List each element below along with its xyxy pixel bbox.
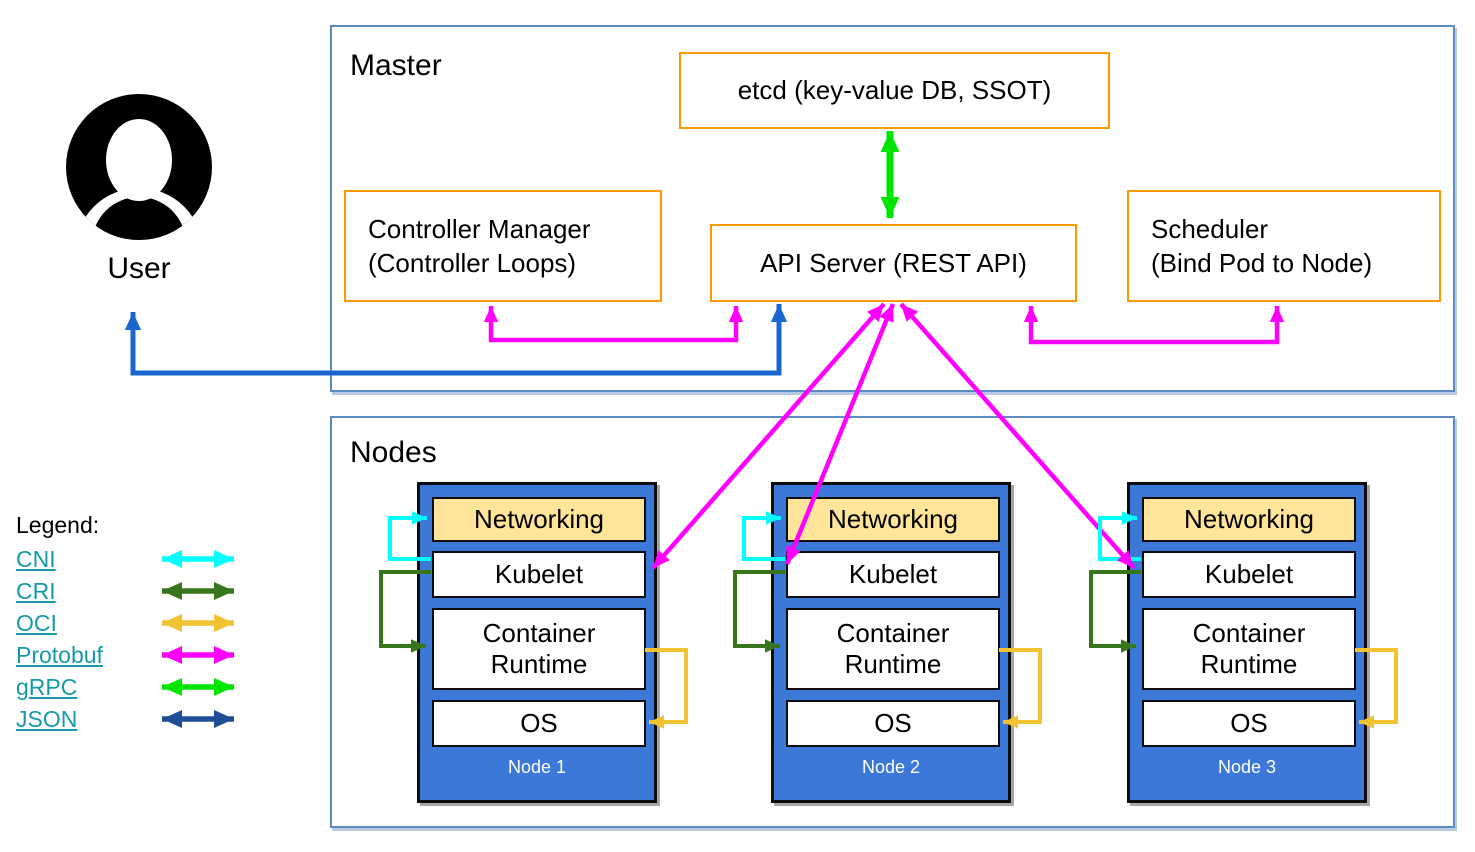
os-box: OS [432,700,646,747]
nodes-box: Nodes Networking Kubelet Container Runti… [330,416,1455,828]
protobuf-arrow-icon [162,646,234,664]
networking-box: Networking [432,497,646,542]
node-2: Networking Kubelet Container Runtime OS … [771,482,1011,803]
controller-manager-label: Controller Manager [368,213,591,244]
api-server-label: API Server (REST API) [760,247,1027,278]
node-1-label: Node 1 [507,757,567,777]
json-arrow-icon [162,710,234,728]
scheduler-label: Scheduler [1151,213,1269,244]
legend-item-json: JSON [16,703,254,735]
scheduler-box: Scheduler (Bind Pod to Node) [1127,190,1441,302]
protobuf-link[interactable]: Protobuf [16,641,103,668]
networking-box: Networking [786,497,1000,542]
json-link[interactable]: JSON [16,705,78,732]
legend-item-cri: CRI [16,575,254,607]
networking-box: Networking [1142,497,1356,542]
kubelet-box: Kubelet [1142,551,1356,598]
oci-arrow-icon [162,614,234,632]
master-title: Master [350,49,442,82]
cni-arrow-icon [162,550,234,568]
nodes-title: Nodes [350,436,437,469]
etcd-label: etcd (key-value DB, SSOT) [737,75,1052,106]
grpc-link[interactable]: gRPC [16,673,78,700]
legend-title: Legend: [16,512,100,538]
container-runtime-box: Container Runtime [1142,608,1356,690]
grpc-arrow-icon [162,678,234,696]
kubelet-box: Kubelet [432,551,646,598]
controller-manager-box: Controller Manager (Controller Loops) [344,190,662,302]
legend-item-protobuf: Protobuf [16,639,254,671]
os-box: OS [1142,700,1356,747]
cni-link[interactable]: CNI [16,545,56,572]
node-3: Networking Kubelet Container Runtime OS … [1127,482,1367,803]
user-avatar-icon [66,94,212,240]
os-box: OS [786,700,1000,747]
legend-item-grpc: gRPC [16,671,254,703]
container-runtime-box: Container Runtime [786,608,1000,690]
user-label: User [107,252,171,285]
etcd-box: etcd (key-value DB, SSOT) [679,52,1110,129]
legend-item-cni: CNI [16,543,254,575]
oci-link[interactable]: OCI [16,609,57,636]
controller-manager-sublabel: (Controller Loops) [368,248,577,278]
cri-link[interactable]: CRI [16,577,56,604]
node-2-label: Node 2 [861,757,921,777]
api-server-box: API Server (REST API) [710,224,1077,302]
node-3-label: Node 3 [1217,757,1277,777]
node-1: Networking Kubelet Container Runtime OS … [417,482,657,803]
legend: Legend: CNI CRI OCI Protobuf gRPC [16,512,254,735]
container-runtime-box: Container Runtime [432,608,646,690]
legend-item-oci: OCI [16,607,254,639]
master-box: Master etcd (key-value DB, SSOT) Control… [330,25,1455,392]
scheduler-sublabel: (Bind Pod to Node) [1151,248,1373,278]
cri-arrow-icon [162,582,234,600]
kubelet-box: Kubelet [786,551,1000,598]
